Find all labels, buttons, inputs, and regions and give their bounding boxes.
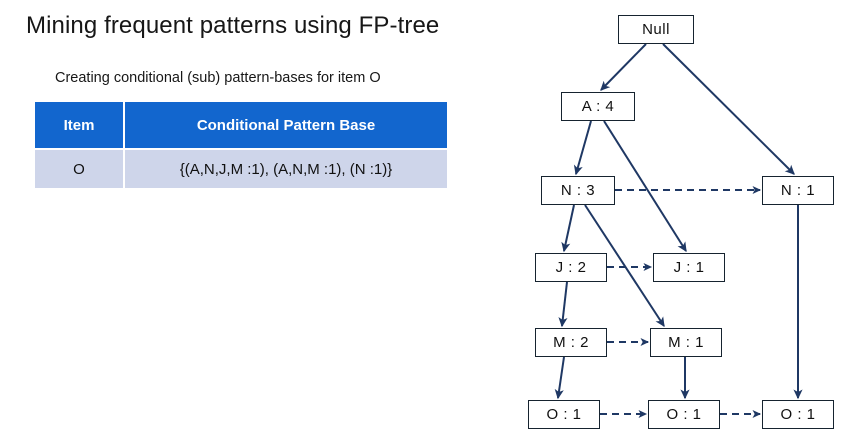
- tree-node-j1[interactable]: J : 1: [653, 253, 725, 282]
- tree-node-j2[interactable]: J : 2: [535, 253, 607, 282]
- tree-edge-m2-to-o1a: [554, 356, 565, 400]
- tree-node-n1[interactable]: N : 1: [762, 176, 834, 205]
- tree-node-null[interactable]: Null: [618, 15, 694, 44]
- fp-tree-diagram: Null A : 4 N : 3 N : 1 J : 2 J : 1 M : 2 M : 1 O…: [500, 0, 849, 435]
- parent-child-edges: [554, 43, 803, 400]
- table-body: O {(A,N,J,M :1), (A,N,M :1), (N :1)}: [35, 148, 447, 188]
- table-header: Item Conditional Pattern Base: [35, 102, 447, 149]
- table-header-row: Item Conditional Pattern Base: [35, 102, 447, 149]
- table-row: O {(A,N,J,M :1), (A,N,M :1), (N :1)}: [35, 148, 447, 188]
- tree-edge-j2-to-m2: [558, 281, 568, 328]
- tree-node-m1[interactable]: M : 1: [650, 328, 722, 357]
- page-title: Mining frequent patterns using FP-tree: [26, 12, 440, 39]
- conditional-pattern-base-table: Item Conditional Pattern Base O {(A,N,J,…: [35, 102, 447, 188]
- fp-tree-edges-layer: [554, 43, 803, 419]
- node-link-edges: [600, 185, 762, 419]
- tree-node-o1b[interactable]: O : 1: [648, 400, 720, 429]
- tree-edge-null-to-a4: [600, 43, 647, 91]
- tree-edge-n3-to-j2: [561, 204, 575, 253]
- tree-edge-n3-to-m1: [584, 204, 665, 328]
- slide-subtitle: Creating conditional (sub) pattern-bases…: [55, 70, 381, 86]
- tree-node-a4[interactable]: A : 4: [561, 92, 635, 121]
- tree-node-n3[interactable]: N : 3: [541, 176, 615, 205]
- cell-conditional-pattern-base: {(A,N,J,M :1), (A,N,M :1), (N :1)}: [124, 148, 447, 188]
- column-header-item: Item: [35, 102, 125, 149]
- tree-edge-null-to-n1: [662, 43, 795, 175]
- cell-item: O: [35, 148, 125, 188]
- tree-edge-a4-to-j1: [603, 120, 687, 253]
- tree-node-o1a[interactable]: O : 1: [528, 400, 600, 429]
- tree-node-o1c[interactable]: O : 1: [762, 400, 834, 429]
- column-header-conditional-pattern-base: Conditional Pattern Base: [124, 102, 447, 149]
- tree-edge-a4-to-n3: [573, 120, 592, 176]
- tree-node-m2[interactable]: M : 2: [535, 328, 607, 357]
